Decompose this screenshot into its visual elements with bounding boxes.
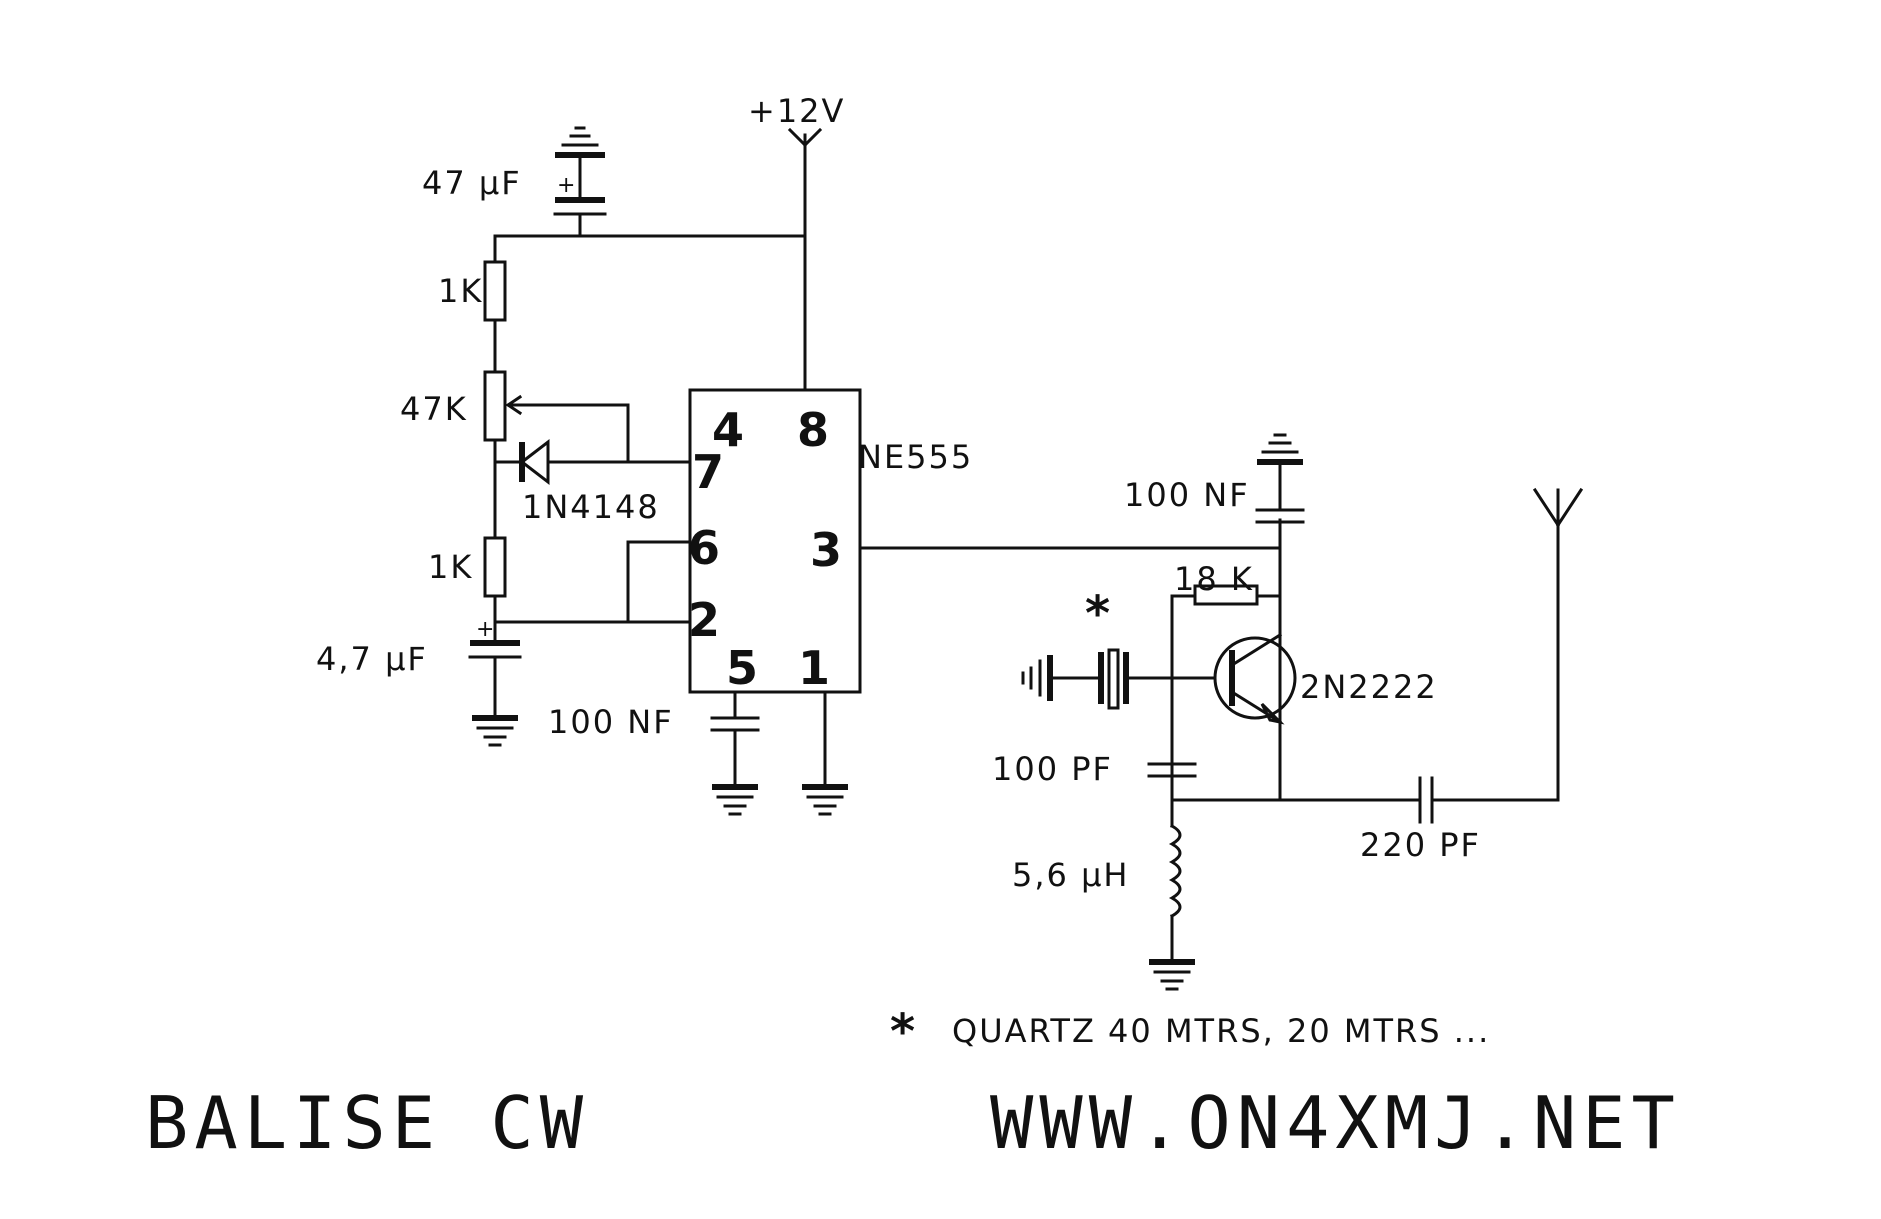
- l5_6uh-label: 5,6 µH: [1012, 856, 1129, 894]
- ne555-label: NE555: [858, 438, 973, 476]
- supply-label: +12V: [748, 92, 845, 130]
- transistor-label: 2N2222: [1300, 668, 1438, 706]
- transistor-emitter-arrow: [1260, 702, 1285, 725]
- antenna-arm-right: [1555, 487, 1584, 528]
- pin-1: 1: [798, 641, 830, 695]
- pin-8: 8: [797, 403, 829, 457]
- footnote-star-mark: *: [890, 1004, 915, 1060]
- c47uf-plus-label: +: [557, 173, 577, 198]
- transistor-2n2222: [1213, 636, 1297, 720]
- c220pf-label: 220 PF: [1360, 826, 1481, 864]
- supply-arrow-right: [802, 127, 823, 148]
- quartz-star-mark: *: [1085, 586, 1110, 642]
- inductor-5_6uh: [1168, 823, 1182, 919]
- footnote: * QUARTZ 40 MTRS, 20 MTRS ...: [890, 1004, 1490, 1060]
- transistor-collector: [1229, 632, 1283, 668]
- footnote-text: QUARTZ 40 MTRS, 20 MTRS ...: [952, 1012, 1490, 1050]
- antenna-arm-left: [1532, 487, 1561, 528]
- pin6-loop-wire: [626, 540, 692, 624]
- footer: BALISE CW WWW.ON4XMJ.NET: [145, 1081, 1681, 1165]
- r1k-bottom-label: 1K: [428, 548, 473, 586]
- supply-arrow-left: [787, 127, 808, 148]
- timer-section: [468, 126, 1282, 816]
- diode-triangle: [519, 438, 550, 486]
- pot-wiper-arrow: [505, 394, 523, 416]
- transistor-emitter: [1229, 689, 1283, 725]
- pin-2: 2: [688, 593, 720, 647]
- ic-pin-numbers: 4 8 7 6 3 2 5 1: [688, 403, 842, 695]
- pin-3: 3: [810, 523, 842, 577]
- pin-7: 7: [692, 445, 724, 499]
- resistor-1k-top: [483, 260, 507, 322]
- c100nf-tr-label: 100 NF: [1124, 476, 1250, 514]
- footer-title: BALISE CW: [145, 1081, 589, 1165]
- pin-4: 4: [712, 403, 744, 457]
- quartz-body: [1107, 648, 1120, 710]
- oscillator-section: [1021, 433, 1584, 991]
- component-labels: +12V 47 µF + 1K 47K 1N4148 1K 4,7 µF + 1…: [316, 92, 1481, 894]
- pot47k-label: 47K: [400, 390, 468, 428]
- r1k-top-label: 1K: [438, 272, 483, 310]
- pin-6: 6: [688, 521, 720, 575]
- c4_7uf-plus-label: +: [476, 617, 496, 642]
- c100nf-555-label: 100 NF: [548, 703, 674, 741]
- ne555-chip: [688, 388, 862, 694]
- pin-5: 5: [726, 641, 758, 695]
- resistor-1k-bottom: [483, 536, 507, 598]
- c100pf-label: 100 PF: [992, 750, 1113, 788]
- potentiometer-47k: [483, 370, 507, 442]
- diode-label: 1N4148: [522, 488, 660, 526]
- c4_7uf-label: 4,7 µF: [316, 640, 428, 678]
- footer-website: WWW.ON4XMJ.NET: [990, 1081, 1681, 1165]
- r18k-label: 18 K: [1174, 560, 1254, 598]
- c47uf-label: 47 µF: [422, 164, 522, 202]
